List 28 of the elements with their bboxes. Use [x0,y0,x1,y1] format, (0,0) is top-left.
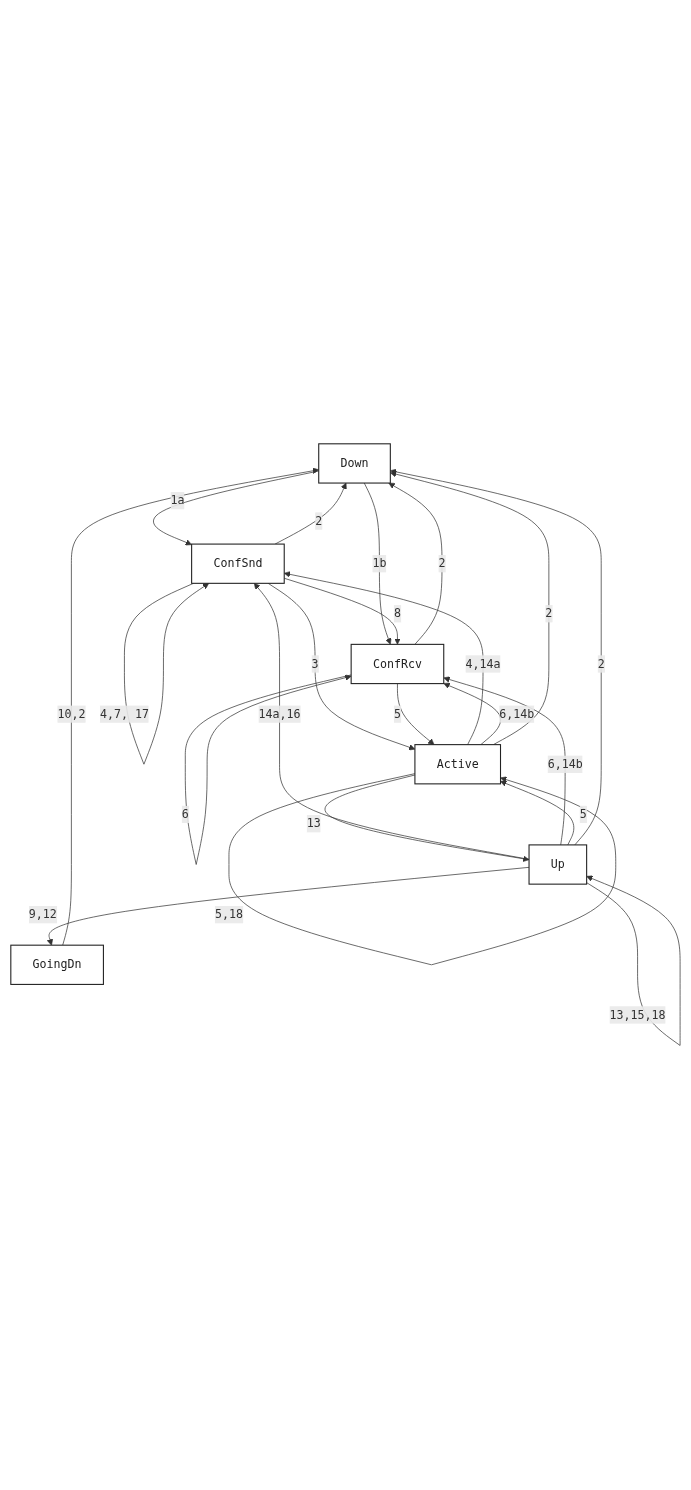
edge-label: 1a [170,493,185,508]
edge-label: 9,12 [28,907,57,922]
node-box: ConfRcv [350,644,445,685]
node-box: Active [414,744,502,785]
edge-label: 6 [181,807,189,822]
edge-label: 4,14a [465,657,501,671]
arrow [184,674,352,866]
edge-label: 2 [438,556,446,571]
edge-label: 1b [372,556,387,571]
edge-label: 2 [545,606,553,621]
edge-label: 14a,16 [258,707,301,721]
edge-label: 5,18 [214,907,243,922]
node-box: ConfSnd [191,543,285,585]
node-box: Up [528,844,588,885]
node-box: Down [318,443,391,484]
edge-label: 5 [393,707,401,721]
node-box: GoingDn [10,944,104,986]
edge-label: 2 [597,657,605,671]
edge-label: 10,2 [57,707,86,721]
edge-label: 13 [306,816,321,831]
edge-label: 13,15,18 [609,1007,666,1022]
edge-label: 8 [393,606,401,621]
edge-label: 4,7, 17 [99,707,149,721]
edge-label: 6,14b [547,757,583,772]
edge-label: 6,14b [499,707,535,721]
edge-label: 5 [579,807,587,822]
edge-label: 3 [311,657,319,671]
edge-label: 2 [315,514,323,528]
